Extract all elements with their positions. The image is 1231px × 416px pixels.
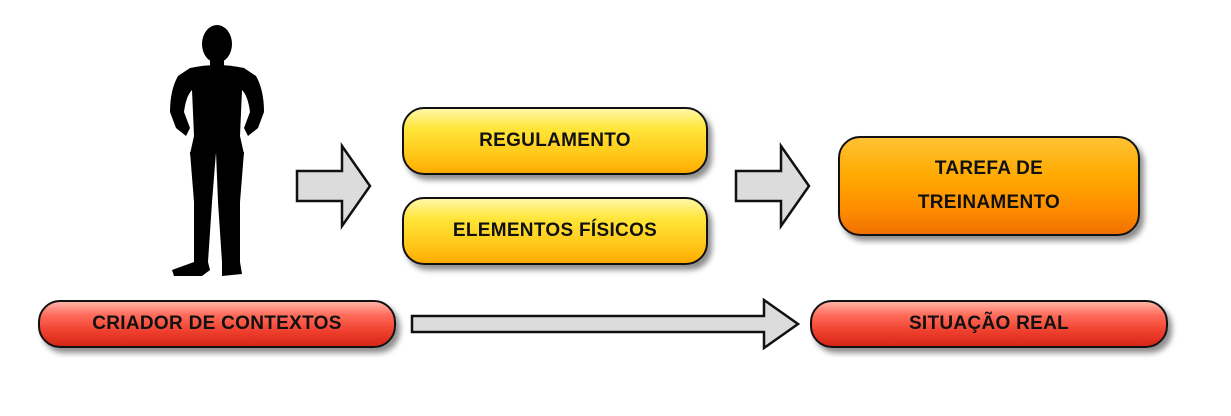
tarefa-label-line1: TAREFA DE [934, 158, 1044, 179]
criador-de-contextos-box: CRIADOR DE CONTEXTOS [38, 300, 396, 348]
situacao-label: SITUAÇÃO REAL [908, 313, 1070, 334]
regulamento-label: REGULAMENTO [479, 130, 631, 151]
elementos-fisicos-label: ELEMENTOS FÍSICOS [452, 220, 658, 241]
tarefa-label-line2: TREINAMENTO [917, 192, 1061, 213]
person-silhouette-icon [170, 25, 264, 276]
tarefa-de-treinamento-box: TAREFA DE TREINAMENTO [838, 136, 1140, 236]
long-arrow-right-icon [410, 297, 801, 351]
arrow-right-icon [295, 142, 372, 230]
regulamento-box: REGULAMENTO [402, 107, 708, 175]
elementos-fisicos-box: ELEMENTOS FÍSICOS [402, 197, 708, 265]
criador-label: CRIADOR DE CONTEXTOS [92, 313, 342, 334]
arrow-right-icon [734, 142, 811, 230]
situacao-real-box: SITUAÇÃO REAL [810, 300, 1168, 348]
